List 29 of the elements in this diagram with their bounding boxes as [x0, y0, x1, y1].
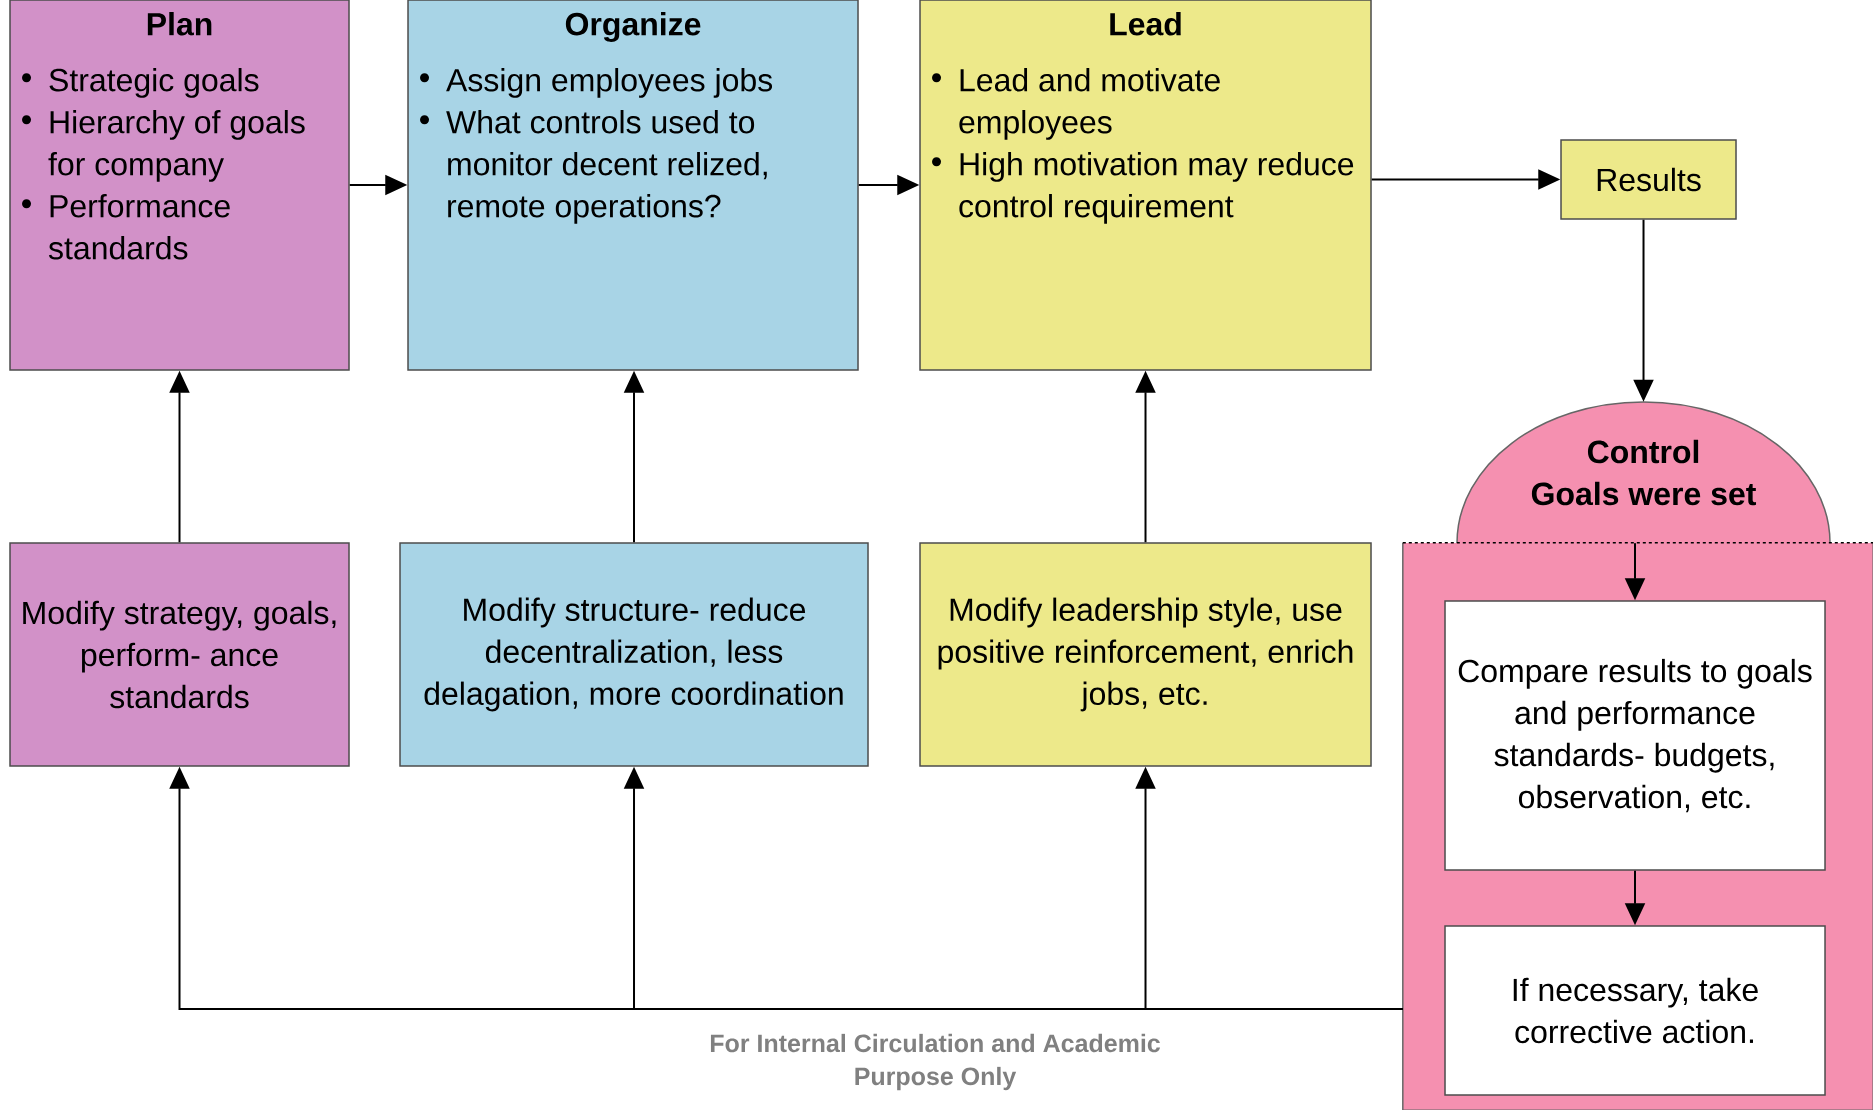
text-box [1444, 600, 1826, 871]
bullet-item: Assign employees jobs [446, 68, 773, 98]
text-box [399, 542, 869, 767]
bullet-item: What controls used to monitor decent relized, remote operations? [446, 110, 767, 224]
box-text: Results [1597, 167, 1701, 192]
box-text: If necessary, take corrective action. [1513, 977, 1758, 1044]
bullet-item: Hierarchy of goals for company [48, 110, 305, 182]
heading: Control [1587, 439, 1699, 464]
box-text: Compare results to goals and performance standards- budgets, observation, etc. [1458, 658, 1812, 813]
process-box [407, 0, 859, 371]
process-box [919, 0, 1372, 371]
box-text: Modify leadership style, use positive reinforcement, enrich jobs, etc. [938, 597, 1353, 712]
text-box [1444, 925, 1826, 1096]
dome-shape [1456, 401, 1831, 544]
note: For Internal Circulation and Academic Purpose Only [710, 1033, 1160, 1091]
heading: Organize [565, 12, 701, 42]
bullet-item: Lead and motivate employees [959, 68, 1220, 140]
process-box [9, 0, 350, 371]
text-box [1560, 139, 1737, 220]
text-box [9, 542, 350, 767]
box-text: Modify structure- reduce decentralization, less delagation, more coordination [424, 597, 843, 712]
heading: Lead [1110, 12, 1181, 36]
box-text: Goals were set [1531, 481, 1756, 506]
bullet-item: Strategic goals [49, 68, 259, 98]
bullet-item: High motivation may reduce control requirement [959, 152, 1354, 224]
bullet-item: Performance standards [48, 194, 230, 260]
heading: Plan [147, 12, 212, 36]
text-box [919, 542, 1372, 767]
box-text: Modify strategy, goals, perform- ance standards [23, 600, 336, 709]
